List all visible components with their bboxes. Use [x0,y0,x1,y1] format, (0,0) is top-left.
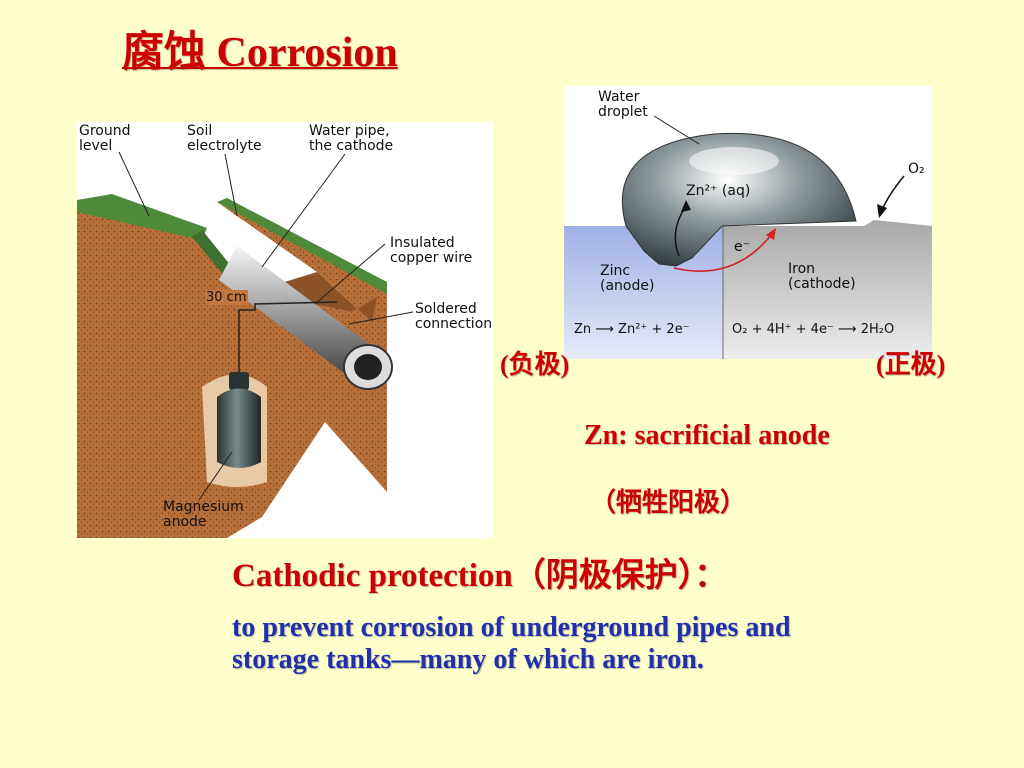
soldered-connection-label: Soldered connection [415,301,493,332]
oxygen-label: O₂ [908,161,925,177]
water-pipe-label: Water pipe, the cathode [309,123,394,154]
positive-electrode-label: (正极) [876,350,946,379]
depth-label: 30 cm [205,290,248,305]
water-droplet-label: Water droplet [598,89,648,120]
cathodic-protection-heading: Cathodic protection（阴极保护）： [232,558,728,594]
insulated-wire-label: Insulated copper wire [390,235,473,266]
slide-title: 腐蚀 Corrosion [122,30,398,76]
droplet-corrosion-figure: Water droplet O₂ Zn²⁺ (aq) e⁻ Zinc (anod… [564,86,932,359]
soil-electrolyte-label: Soil electrolyte [187,123,262,154]
iron-cathode-label: Iron (cathode) [788,261,856,292]
zinc-anode-label: Zinc (anode) [600,263,655,294]
sacrificial-anode-text: Zn: sacrificial anode [584,420,830,451]
cathodic-protection-description: to prevent corrosion of underground pipe… [232,612,791,675]
electron-label: e⁻ [734,239,751,255]
pipe-diagram-illustration [77,151,414,538]
ground-level-label: Ground level [79,123,131,154]
sacrificial-anode-chinese: （牺牲阳极） [590,488,747,517]
droplet-diagram-illustration [564,115,932,359]
zinc-ion-label: Zn²⁺ (aq) [686,183,751,199]
magnesium-anode-label: Magnesium anode [163,499,244,530]
zinc-equation: Zn ⟶ Zn²⁺ + 2e⁻ [574,322,690,337]
oxygen-equation: O₂ + 4H⁺ + 4e⁻ ⟶ 2H₂O [732,322,895,337]
pipe-protection-figure: Ground level Soil electrolyte Water pipe… [77,122,493,538]
negative-electrode-label: (负极) [500,350,570,379]
